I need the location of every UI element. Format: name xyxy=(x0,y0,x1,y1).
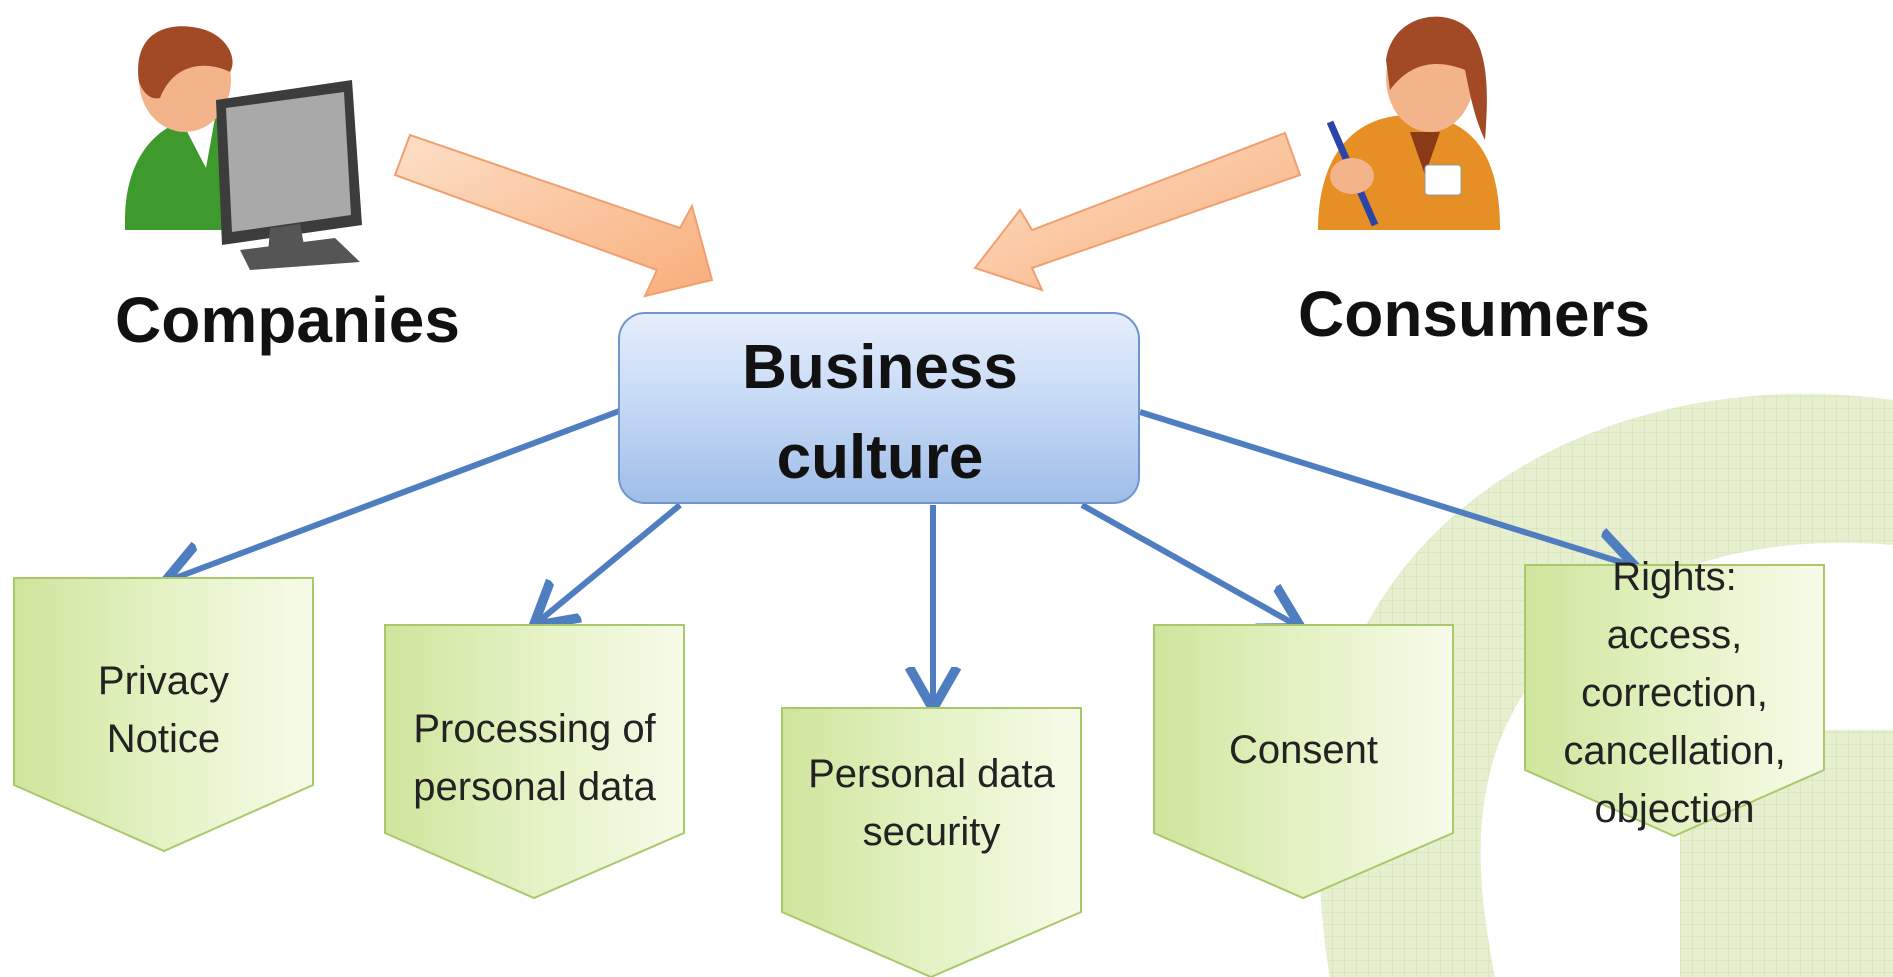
item-rights-line-2: access, xyxy=(1606,612,1743,657)
consumer-person-icon xyxy=(1318,16,1500,230)
consent-shape xyxy=(1153,624,1454,900)
item-rights: Rights: access, correction, cancellation… xyxy=(1525,550,1824,835)
item-processing: Processing of personal data xyxy=(385,688,684,828)
security-shape xyxy=(781,707,1082,977)
item-rights-line-4: cancellation, xyxy=(1563,728,1786,773)
item-consent-line-1: Consent xyxy=(1229,728,1378,772)
item-privacy-notice-line-1: Privacy xyxy=(97,659,230,703)
item-shapes xyxy=(13,564,1825,977)
item-privacy-notice-line-2: Notice xyxy=(106,717,221,761)
center-line-1: Business xyxy=(742,333,1018,402)
companies-label: Companies xyxy=(115,284,460,356)
arrow-to-privacy-notice xyxy=(170,407,624,580)
item-processing-line-1: Processing of xyxy=(413,707,656,751)
orange-arrow-right xyxy=(973,131,1302,292)
item-privacy-notice: Privacy Notice xyxy=(14,640,313,780)
arrow-to-consent xyxy=(1080,502,1296,625)
item-rights-line-5: objection xyxy=(1594,786,1755,831)
privacy-notice-shape xyxy=(13,577,314,853)
center-line-2: culture xyxy=(776,423,984,492)
connector-arrows xyxy=(170,407,1630,703)
processing-shape xyxy=(384,624,685,900)
arrow-to-processing xyxy=(538,502,682,622)
item-consent: Consent xyxy=(1154,710,1453,790)
item-security: Personal data security xyxy=(782,733,1081,873)
arrow-to-rights xyxy=(1139,409,1630,565)
consumers-label: Consumers xyxy=(1298,278,1651,350)
business-culture-text: Business culture xyxy=(620,318,1140,508)
orange-arrow-left xyxy=(393,133,714,298)
rights-shape xyxy=(1524,564,1825,838)
item-security-line-2: security xyxy=(862,810,1001,854)
item-processing-line-2: personal data xyxy=(413,765,656,809)
item-rights-line-1: Rights: xyxy=(1612,554,1737,599)
company-person-icon xyxy=(125,26,362,270)
business-culture-box xyxy=(618,312,1140,504)
item-security-line-1: Personal data xyxy=(808,752,1055,796)
item-rights-line-3: correction, xyxy=(1581,670,1768,715)
